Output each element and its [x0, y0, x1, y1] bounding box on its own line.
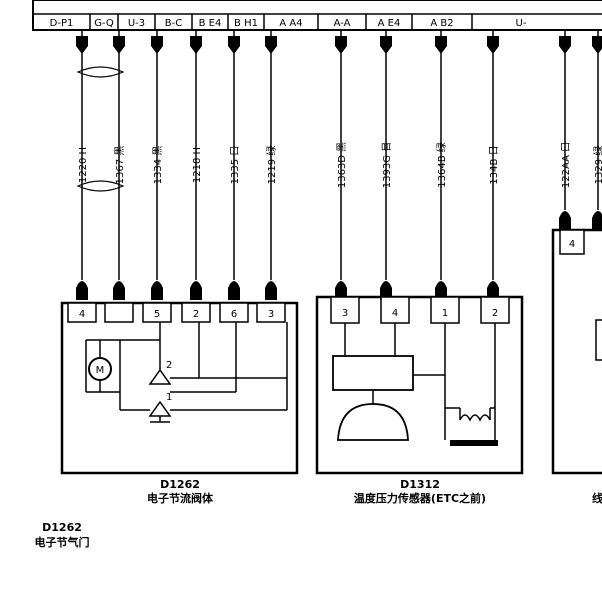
module-d1262-throttle-body: 4 5 2 6 3 M 2 1	[60, 301, 299, 475]
footer-name: 电子节气门	[35, 535, 90, 549]
header-connector-label: U-3	[128, 18, 145, 29]
header-connector-strip: D-P1 G-Q U-3 B-C B E4 B H1 A A4 A-A A E4 A B2 U-	[32, 0, 602, 31]
pin-cell	[256, 302, 286, 323]
header-connector-label: B H1	[234, 18, 258, 29]
header-connector-label: G-Q	[94, 18, 114, 29]
pin-cell	[67, 302, 97, 323]
connector-plug-icon	[435, 281, 447, 300]
header-connector-label: A A4	[279, 18, 302, 29]
twisted-pair-icon	[76, 180, 125, 192]
pin-label: 2	[193, 309, 199, 320]
pin-cell	[181, 302, 211, 323]
connector-plug-icon	[559, 36, 571, 54]
wire-label: 1364B 绿	[435, 142, 448, 188]
sensor-2-icon	[148, 368, 172, 385]
header-connector-label: U-	[516, 18, 527, 29]
connector-plug-icon	[380, 36, 392, 54]
sensor-1-icon	[148, 400, 172, 417]
pin-label: 3	[342, 308, 348, 319]
connector-plug-icon	[592, 211, 602, 230]
connector-plug-icon	[76, 36, 88, 54]
connector-plug-icon	[151, 281, 163, 300]
sensor-element-box	[332, 355, 414, 391]
connector-plug-icon	[487, 36, 499, 54]
connector-plug-icon	[487, 281, 499, 300]
pressure-diaphragm-icon	[337, 403, 409, 441]
connector-plug-icon	[265, 36, 277, 54]
module-left-name: 电子节流阀体	[147, 491, 214, 505]
pin-label: 1	[442, 308, 448, 319]
pin-label: 4	[569, 239, 575, 250]
connector-plug-icon	[228, 281, 240, 300]
connector-plug-icon	[113, 36, 125, 54]
connector-plug-icon	[190, 36, 202, 54]
connector-plug-icon	[435, 36, 447, 54]
pin-cell	[330, 296, 360, 324]
connector-plug-icon	[559, 211, 571, 230]
module-d1312-temp-pressure-sensor: 3 4 1 2	[315, 295, 524, 475]
pin-cell	[142, 302, 172, 323]
sensor-label-2: 2	[166, 360, 172, 371]
wire-label: 1220 H	[78, 147, 89, 183]
wire-label: 1219 绿	[265, 146, 278, 185]
module-right-name: 线	[592, 491, 602, 505]
wire-label: 1334 黑	[152, 146, 164, 185]
connector-plug-icon	[265, 281, 277, 300]
connector-plug-icon	[113, 281, 125, 300]
module-mid-name: 温度压力传感器(ETC之前)	[354, 491, 486, 505]
pin-cell	[104, 302, 134, 323]
pin-cell	[380, 296, 410, 324]
twisted-pair-icon	[76, 66, 125, 78]
wire-label: 1335 口	[230, 146, 241, 185]
sensor-label-1: 1	[166, 392, 172, 403]
pin-label: 5	[154, 309, 160, 320]
wire-label: 1218 H	[192, 147, 203, 183]
header-connector-label: A B2	[430, 18, 453, 29]
pin-label: 3	[268, 309, 274, 320]
sensor-ground-bar	[450, 440, 498, 446]
pin-label: 4	[79, 309, 85, 320]
connector-plug-icon	[228, 36, 240, 54]
wire-label: 122AA 口	[561, 142, 572, 188]
module-left-code: D1262	[160, 478, 200, 491]
pin-cell	[480, 296, 510, 324]
pin-label: 2	[492, 308, 498, 319]
footer-code: D1262	[42, 521, 82, 534]
module-mid-code: D1312	[400, 478, 440, 491]
connector-plug-icon	[335, 281, 347, 300]
pin-label: 4	[392, 308, 398, 319]
connector-plug-icon	[190, 281, 202, 300]
wire-label: 1329 绿	[592, 146, 602, 185]
wire-group: 1220 H 1367 黑 1334 黑 1218 H 1335 口 1219 绿 1363…	[76, 30, 602, 300]
connector-plug-icon	[151, 36, 163, 54]
header-connector-label: A E4	[378, 18, 401, 29]
wire-label: 1363D 黑	[336, 142, 348, 188]
header-connector-label: B E4	[199, 18, 222, 29]
wire-label: 1393G 目	[382, 142, 393, 188]
header-connector-label: A-A	[334, 18, 351, 29]
connector-plug-icon	[76, 281, 88, 300]
pin-label: 6	[231, 309, 237, 320]
thermistor-icon	[459, 414, 491, 422]
header-connector-label: D-P1	[50, 18, 74, 29]
wire-label: 1367 黑	[114, 146, 126, 185]
pin-cell	[219, 302, 249, 323]
motor-symbol-text: M	[96, 365, 105, 376]
header-connector-label: B-C	[165, 18, 182, 29]
pin-cell	[559, 229, 585, 255]
connector-plug-icon	[380, 281, 392, 300]
connector-plug-icon	[335, 36, 347, 54]
module-right-partial: 4	[551, 228, 602, 475]
wire-label: 134B 日	[489, 145, 500, 184]
connector-plug-icon	[592, 36, 602, 54]
